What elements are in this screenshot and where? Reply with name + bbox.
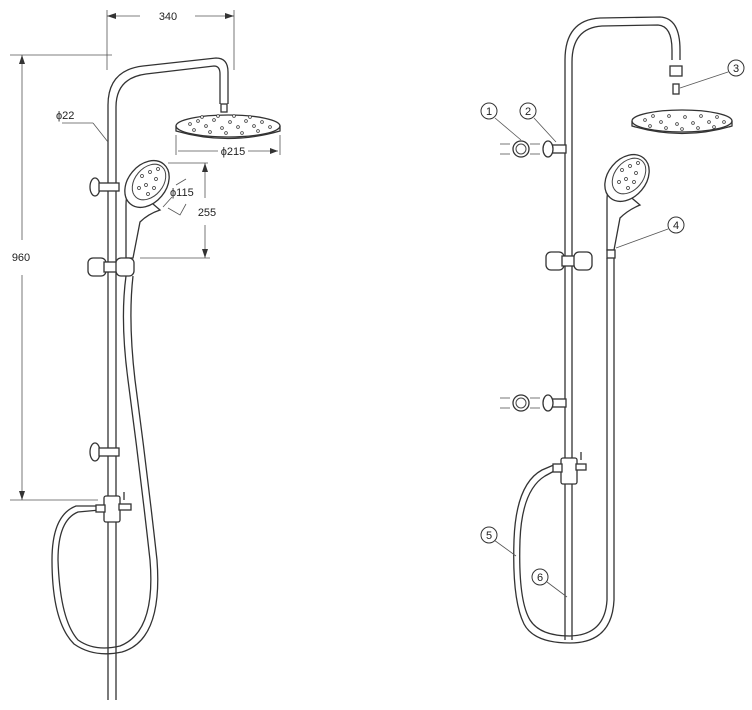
diverter-right: [552, 452, 587, 485]
rain-shower-head: ϕ215: [175, 103, 281, 158]
callout-1-label: 1: [486, 106, 492, 118]
hand-offset-dimension: 255: [140, 163, 216, 259]
callout-5: 5: [480, 526, 517, 557]
pipe-diameter-label: ϕ22: [56, 110, 74, 122]
callout-4-label: 4: [673, 220, 679, 232]
rain-shower-head-right: [631, 65, 733, 135]
riser-pipe-right: [564, 16, 681, 640]
callout-3: 3: [679, 59, 745, 89]
callout-5-label: 5: [486, 530, 492, 542]
callout-2: 2: [519, 102, 557, 143]
hand-offset-label: 255: [198, 207, 216, 219]
callout-3-label: 3: [733, 63, 739, 75]
riser-pipe: [107, 57, 229, 700]
upper-bracket-right: [500, 140, 567, 158]
diverter-valve: [95, 492, 132, 523]
callout-1: 1: [480, 102, 522, 141]
height-label: 960: [12, 252, 30, 264]
slider-holder: [87, 257, 135, 277]
left-dimension-view: 340 960 ϕ22: [10, 10, 281, 700]
hand-shower-right: [604, 153, 650, 259]
width-label: 340: [159, 11, 177, 23]
callout-6: 6: [531, 568, 568, 598]
width-dimension: 340: [106, 10, 235, 70]
pipe-diameter-callout: ϕ22: [56, 110, 109, 143]
hose-right: [513, 258, 615, 644]
right-parts-view: 3 1 2: [480, 16, 745, 644]
hand-shower-hose: [51, 275, 159, 655]
height-dimension: 960: [10, 54, 112, 501]
callout-2-label: 2: [525, 106, 531, 118]
callout-4: 4: [615, 216, 685, 249]
head-diameter-label: ϕ215: [221, 146, 246, 158]
lower-bracket-right: [500, 394, 567, 412]
upper-wall-bracket: [89, 177, 120, 197]
slider-holder-right: [545, 251, 593, 271]
hand-diameter-label: ϕ115: [170, 187, 194, 199]
callout-6-label: 6: [537, 572, 543, 584]
hand-shower: ϕ115: [124, 159, 208, 259]
lower-wall-bracket: [89, 442, 120, 462]
